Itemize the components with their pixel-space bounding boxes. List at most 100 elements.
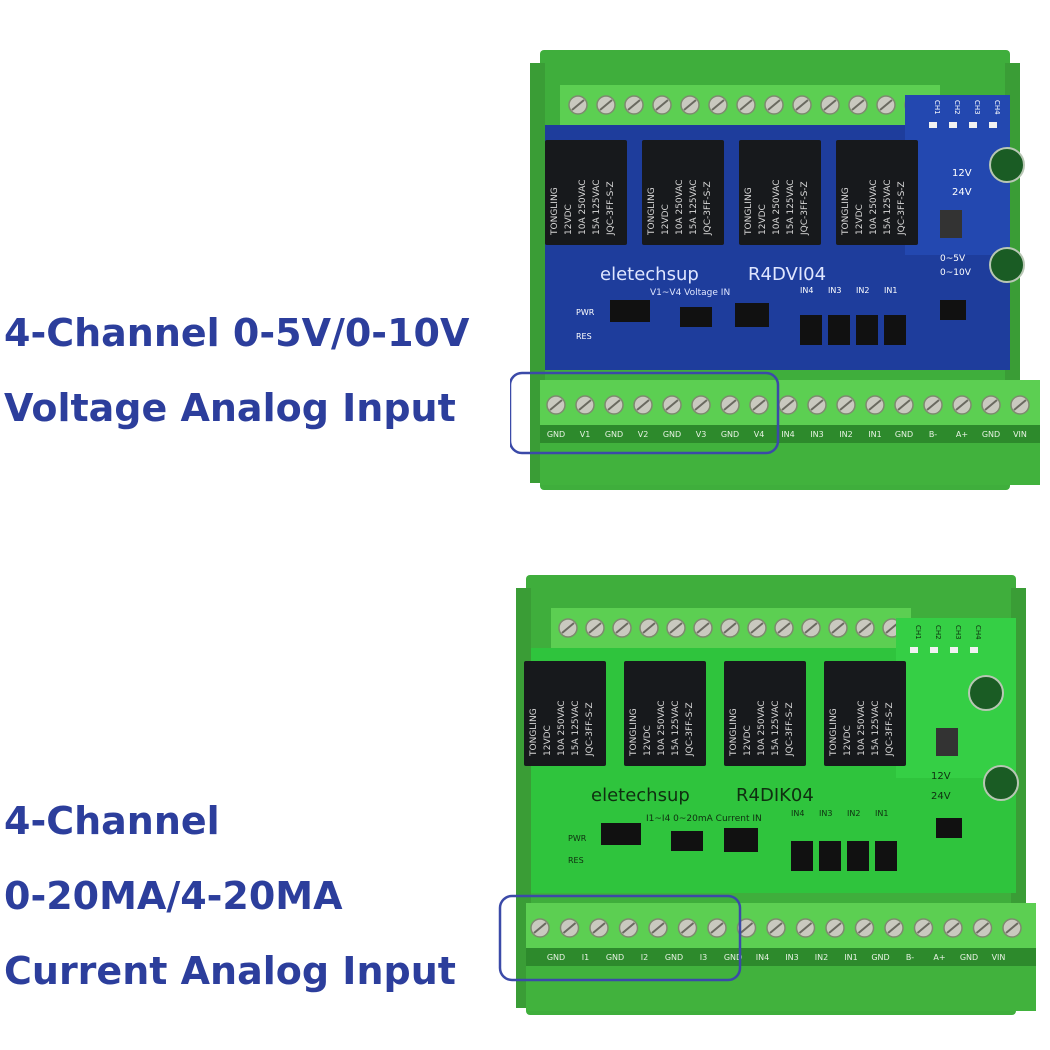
relay-marking: 15A 125VAC xyxy=(671,700,681,756)
relay xyxy=(545,140,627,245)
relay-marking: JQC-3FF-S-Z xyxy=(585,702,595,757)
power-option-12v: 12V xyxy=(931,771,951,782)
pwr-label: PWR xyxy=(576,308,595,317)
relay-marking: 10A 250VAC xyxy=(557,700,567,756)
relay-marking: TONGLING xyxy=(729,708,739,757)
caption-bottom-line2: 0-20MA/4-20MA xyxy=(4,874,343,918)
led-label: CH3 xyxy=(954,625,962,640)
led-label: CH1 xyxy=(914,625,922,640)
terminal-label: IN3 xyxy=(785,953,798,962)
caption-bottom-line3: Current Analog Input xyxy=(4,949,456,993)
relay-marking: 15A 125VAC xyxy=(871,700,881,756)
pwr-label: PWR xyxy=(568,834,587,843)
relay-marking: 10A 250VAC xyxy=(869,179,879,235)
terminal-label: IN4 xyxy=(756,953,769,962)
relay-marking: 12VDC xyxy=(543,725,553,756)
input-label: IN3 xyxy=(819,809,832,818)
terminal-label: B- xyxy=(906,953,914,962)
relay xyxy=(524,661,606,766)
terminal-label: I1 xyxy=(582,953,589,962)
power-option-12v: 12V xyxy=(952,168,972,179)
relay-marking: 12VDC xyxy=(564,204,574,235)
terminal-label: V2 xyxy=(638,430,649,439)
led-label: CH4 xyxy=(974,625,982,640)
voltage-relay-board-photo: TONGLING 12VDC 10A 250VAC 15A 125VAC JQC-3FF… xyxy=(510,50,1040,490)
terminal-label: GND xyxy=(665,953,683,962)
res-label: RES xyxy=(568,856,584,865)
terminal-label: IN2 xyxy=(815,953,828,962)
terminal-label: GND xyxy=(960,953,978,962)
relay-marking: 12VDC xyxy=(855,204,865,235)
terminal-label: IN3 xyxy=(810,430,823,439)
relay-marking: 15A 125VAC xyxy=(771,700,781,756)
terminal-label: V4 xyxy=(754,430,765,439)
relay-marking: 15A 125VAC xyxy=(592,179,602,235)
terminal-label: A+ xyxy=(956,430,968,439)
terminal-label: GND xyxy=(547,953,565,962)
relay xyxy=(624,661,706,766)
led-label: CH3 xyxy=(973,100,981,115)
relay-marking: JQC-3FF-S-Z xyxy=(703,181,713,236)
terminal-label: GND xyxy=(605,430,623,439)
relay-marking: 15A 125VAC xyxy=(883,179,893,235)
caption-top-line1: 4-Channel 0-5V/0-10V xyxy=(4,311,470,355)
relay-marking: 10A 250VAC xyxy=(757,700,767,756)
relay-marking: 12VDC xyxy=(743,725,753,756)
relay-marking: JQC-3FF-S-Z xyxy=(897,181,907,236)
led-label: CH2 xyxy=(934,625,942,640)
section-label: I1~I4 0~20mA Current IN xyxy=(646,814,762,824)
relay-marking: 10A 250VAC xyxy=(772,179,782,235)
led-label: CH4 xyxy=(993,100,1001,115)
relay xyxy=(824,661,906,766)
input-label: IN1 xyxy=(875,809,888,818)
relay-marking: TONGLING xyxy=(629,708,639,757)
brand-label: eletechsup xyxy=(591,785,690,806)
terminal-label: GND xyxy=(871,953,889,962)
current-input-highlight-box xyxy=(498,894,742,982)
power-option-24v: 24V xyxy=(952,187,972,198)
section-label: V1~V4 Voltage IN xyxy=(650,288,730,298)
relay-marking: 15A 125VAC xyxy=(689,179,699,235)
relay-marking: 15A 125VAC xyxy=(571,700,581,756)
terminal-label: IN1 xyxy=(868,430,881,439)
input-label: IN4 xyxy=(791,809,804,818)
relay-marking: 10A 250VAC xyxy=(675,179,685,235)
terminal-label: I2 xyxy=(641,953,648,962)
relay-marking: TONGLING xyxy=(647,187,657,236)
relay-marking: TONGLING xyxy=(529,708,539,757)
terminal-label: IN2 xyxy=(839,430,852,439)
relay-marking: 15A 125VAC xyxy=(786,179,796,235)
input-label: IN2 xyxy=(856,286,869,295)
relay-marking: 12VDC xyxy=(661,204,671,235)
input-label: IN1 xyxy=(884,286,897,295)
caption-top-line2: Voltage Analog Input xyxy=(4,386,456,430)
led-label: CH1 xyxy=(933,100,941,115)
terminal-label: GND xyxy=(606,953,624,962)
relay xyxy=(739,140,821,245)
terminal-label: GND xyxy=(721,430,739,439)
input-label: IN4 xyxy=(800,286,813,295)
range-option-5v: 0~5V xyxy=(940,254,966,264)
brand-label: eletechsup xyxy=(600,264,699,285)
model-label: R4DIK04 xyxy=(736,785,814,806)
relay-marking: 12VDC xyxy=(843,725,853,756)
relay xyxy=(642,140,724,245)
relay-marking: 10A 250VAC xyxy=(578,179,588,235)
terminal-label: GND xyxy=(547,430,565,439)
led-label: CH2 xyxy=(953,100,961,115)
relay-marking: 12VDC xyxy=(643,725,653,756)
relay xyxy=(724,661,806,766)
terminal-label: A+ xyxy=(933,953,945,962)
terminal-label: GND xyxy=(895,430,913,439)
terminal-label: V1 xyxy=(580,430,591,439)
range-option-10v: 0~10V xyxy=(940,268,972,278)
input-label: IN3 xyxy=(828,286,841,295)
relay-marking: 10A 250VAC xyxy=(657,700,667,756)
terminal-label: IN1 xyxy=(844,953,857,962)
input-label: IN2 xyxy=(847,809,860,818)
res-label: RES xyxy=(576,332,592,341)
terminal-label: B- xyxy=(929,430,937,439)
power-option-24v: 24V xyxy=(931,791,951,802)
relay-marking: 12VDC xyxy=(758,204,768,235)
terminal-label: V3 xyxy=(696,430,707,439)
